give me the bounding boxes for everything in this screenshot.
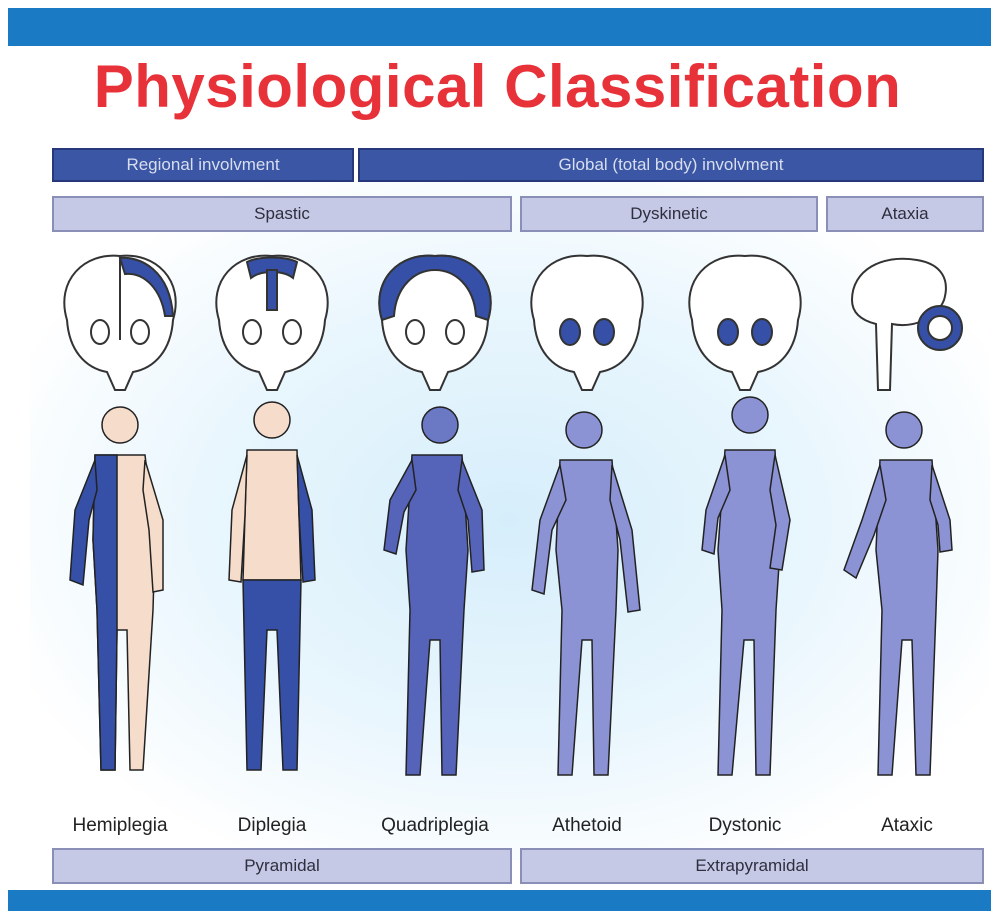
footer-extrapyramidal: Extrapyramidal (520, 848, 984, 884)
body-hemiplegia-icon (70, 407, 163, 770)
header-global-involvement: Global (total body) involvment (358, 148, 984, 182)
brain-icon (689, 256, 800, 390)
page-title: Physiological Classification (0, 52, 995, 121)
footer-pyramidal: Pyramidal (52, 848, 512, 884)
figure-athetoid (512, 250, 662, 810)
label-quadriplegia: Quadriplegia (360, 815, 510, 837)
brain-icon (531, 256, 642, 390)
header-spastic: Spastic (52, 196, 512, 232)
body-ataxic-icon (844, 412, 952, 775)
body-dystonic-icon (702, 397, 790, 775)
body-diplegia-icon (229, 402, 315, 770)
body-athetoid-icon (532, 412, 640, 775)
label-hemiplegia: Hemiplegia (45, 815, 195, 837)
figure-ataxic (832, 250, 982, 810)
brain-icon (216, 256, 327, 390)
figure-hemiplegia (45, 250, 195, 810)
label-athetoid: Athetoid (512, 815, 662, 837)
header-regional-involvement: Regional involvment (52, 148, 354, 182)
top-banner-bar (8, 8, 991, 46)
figure-quadriplegia (360, 250, 510, 810)
label-ataxic: Ataxic (832, 815, 982, 837)
bottom-banner-bar (8, 890, 991, 911)
label-dystonic: Dystonic (670, 815, 820, 837)
header-ataxia: Ataxia (826, 196, 984, 232)
brain-icon (64, 256, 175, 390)
label-diplegia: Diplegia (197, 815, 347, 837)
body-quadriplegia-icon (384, 407, 484, 775)
figure-dystonic (670, 250, 820, 810)
brain-icon (379, 256, 490, 390)
header-dyskinetic: Dyskinetic (520, 196, 818, 232)
figure-diplegia (197, 250, 347, 810)
brain-sagittal-icon (852, 259, 962, 390)
